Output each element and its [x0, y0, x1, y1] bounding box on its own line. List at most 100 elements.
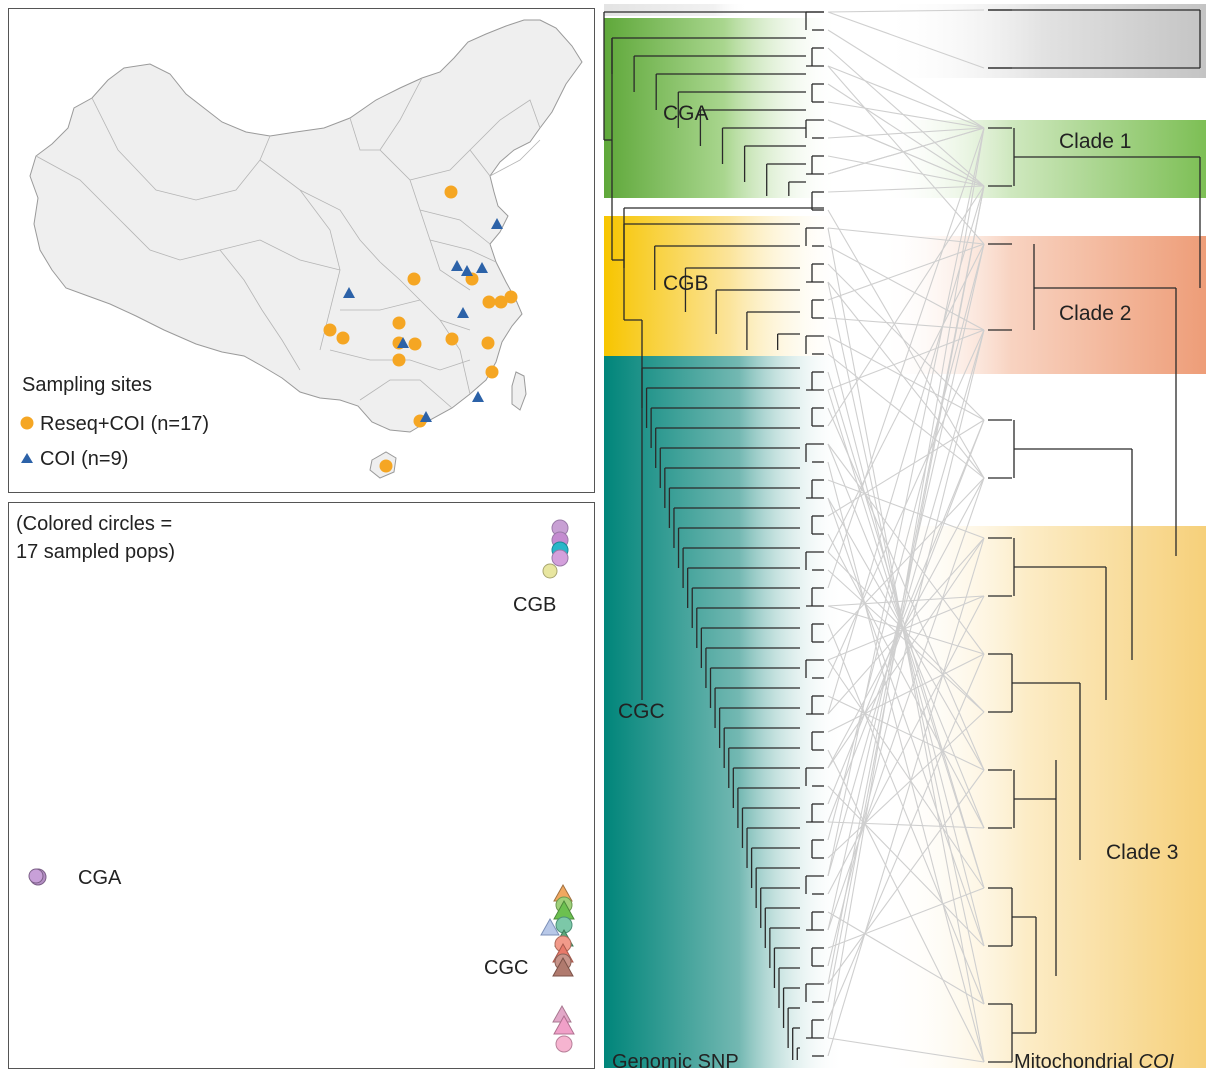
map-coi-site-1 — [491, 218, 503, 229]
clade-band-2 — [880, 236, 1206, 374]
tangle-link-52 — [827, 537, 985, 715]
tangle-link-32 — [827, 443, 985, 829]
tangle-link-19 — [827, 281, 985, 479]
tangle-link-56 — [827, 477, 985, 769]
tangle-link-57 — [827, 785, 985, 947]
tree-backgrounds — [604, 4, 1206, 1068]
tangle-link-63 — [827, 127, 985, 877]
tangle-link-54 — [827, 749, 985, 1063]
pca-cluster-cga — [28, 868, 47, 886]
tangle-link-1 — [827, 29, 985, 129]
map-reseq-site-13 — [481, 336, 495, 350]
tangle-link-64 — [827, 329, 985, 877]
map-reseq-site-11 — [408, 337, 422, 351]
tangle-link-42 — [827, 127, 985, 589]
tangle-link-62 — [827, 711, 985, 859]
right-tree-label-prefix: Mitochondrial — [1014, 1051, 1139, 1073]
tangle-link-61 — [827, 243, 985, 841]
map-legend-coi-label: COI (n=9) — [40, 448, 128, 470]
map-reseq-site-5 — [494, 295, 508, 309]
pca-panel-frame — [8, 502, 595, 1069]
clade-band-3 — [880, 526, 1206, 1068]
tangle-link-67 — [827, 477, 985, 931]
china-outline — [29, 19, 583, 433]
tangle-link-60 — [827, 419, 985, 823]
pca-label-cgc: CGC — [484, 957, 528, 979]
tangle-link-59 — [827, 821, 985, 829]
map-legend-reseq-label: Reseq+COI (n=17) — [40, 413, 209, 435]
tangle-link-10 — [827, 155, 985, 187]
tangle-link-31 — [827, 443, 985, 655]
cluster-label-cgb: CGB — [663, 272, 709, 295]
cluster-label-cgc: CGC — [618, 700, 665, 723]
tangle-link-69 — [827, 887, 985, 949]
tangle-link-27 — [827, 329, 985, 391]
tangle-link-41 — [827, 569, 985, 713]
map-coi-site-5 — [343, 287, 355, 298]
map-coi-site-2 — [451, 260, 463, 271]
right-tree-label-italic: COI — [1139, 1051, 1175, 1073]
tangle-link-74 — [827, 653, 985, 1021]
tangle-link-30 — [827, 185, 985, 427]
genomic-snp-tree — [603, 11, 824, 1060]
map-reseq-site-2 — [407, 272, 421, 286]
tangle-link-66 — [827, 911, 985, 1005]
tangle-link-5 — [827, 83, 985, 187]
pca-cluster-cgc — [540, 883, 575, 1053]
tangle-link-outgroup-1 — [827, 9, 985, 13]
tangle-link-8 — [827, 119, 985, 187]
map-site-markers — [323, 185, 518, 473]
tangle-link-13 — [827, 185, 985, 193]
tangle-link-76 — [827, 127, 985, 1039]
outgroup-band-left — [604, 4, 894, 16]
tangle-link-50 — [827, 695, 985, 771]
right-tree-label: Mitochondrial COI — [1014, 1051, 1175, 1073]
tangle-link-6 — [827, 101, 985, 129]
map-reseq-site-9 — [392, 316, 406, 330]
map-coi-site-9 — [420, 411, 432, 422]
clade-label-2: Clade 2 — [1059, 302, 1131, 325]
tangle-link-35 — [827, 497, 985, 947]
pca-label-cga: CGA — [78, 867, 122, 889]
tangle-link-12 — [827, 127, 985, 175]
map-reseq-site-14 — [392, 353, 406, 367]
map-reseq-site-17 — [379, 459, 393, 473]
cluster-band-cga — [604, 18, 904, 198]
tangle-link-51 — [827, 185, 985, 715]
tangle-link-77 — [827, 537, 985, 1057]
tanglegram-links — [827, 9, 985, 1063]
tangle-link-38 — [827, 533, 985, 829]
tangle-link-14 — [827, 209, 985, 479]
map-reseq-site-6 — [504, 290, 518, 304]
tangle-link-45 — [827, 623, 985, 1005]
tangle-link-23 — [827, 335, 985, 421]
tangle-link-9 — [827, 127, 985, 139]
tangle-link-22 — [827, 317, 985, 331]
clade-band-1 — [880, 120, 1206, 198]
tangle-link-40 — [827, 551, 985, 713]
tangle-link-39 — [827, 243, 985, 553]
map-reseq-site-8 — [336, 331, 350, 345]
tangle-link-47 — [827, 659, 985, 889]
tangle-link-33 — [827, 461, 985, 1063]
pca-note-line1: (Colored circles = — [16, 513, 172, 535]
tangle-link-2 — [827, 47, 985, 187]
tangle-link-55 — [827, 537, 985, 769]
tangle-link-4 — [827, 65, 985, 245]
clade-label-3: Clade 3 — [1106, 841, 1178, 864]
tangle-link-3 — [827, 65, 985, 129]
map-panel: Sampling sites Reseq+COI (n=17) COI (n=9… — [8, 8, 595, 493]
province-borders — [35, 77, 541, 409]
china-map — [29, 19, 583, 479]
tangle-link-15 — [827, 227, 985, 245]
tangle-link-46 — [827, 477, 985, 643]
tangle-link-18 — [827, 263, 985, 421]
map-coi-site-6 — [457, 307, 469, 318]
tree-panel: CGA CGB CGC Clade 1 Clade 2 Clade 3 Geno… — [603, 4, 1206, 1073]
cluster-band-cgb — [604, 216, 904, 356]
map-reseq-site-4 — [482, 295, 496, 309]
map-reseq-site-7 — [323, 323, 337, 337]
tangle-link-34 — [827, 479, 985, 539]
map-coi-site-7 — [397, 337, 409, 348]
